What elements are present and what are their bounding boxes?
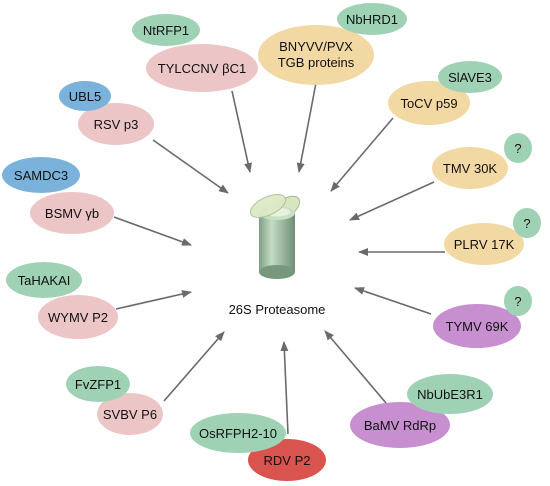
host-factor-samdc3: SAMDC3 [2, 157, 80, 193]
host-factor-label: OsRFPH2-10 [199, 426, 277, 441]
viral-protein-tmv-30k: TMV 30K [432, 147, 508, 189]
viral-protein-label-line2: TGB proteins [278, 55, 355, 70]
arrow-bamv-rdrp [324, 330, 387, 404]
host-factor-label: TaHAKAI [18, 273, 71, 288]
host-factor-label: ? [514, 294, 521, 309]
arrow-wymv-p2 [115, 290, 192, 310]
host-factor-label: NbUbE3R1 [417, 387, 483, 402]
proteasome-icon [249, 194, 301, 279]
viral-protein-bnyvv-pvx-tgb: BNYVV/PVX TGB proteins [258, 25, 374, 85]
viral-protein-label: BNYVV/PVX [279, 39, 353, 54]
host-factor-unknown-tymv: ? [504, 286, 532, 316]
host-factor-ntrfp1: NtRFP1 [132, 14, 200, 46]
viral-protein-rsv-p3: RSV p3 [78, 103, 154, 145]
viral-protein-wymv-p2: WYMV P2 [38, 295, 118, 339]
viral-protein-tylccnv-c1: TYLCCNV βC1 [146, 44, 258, 92]
host-factor-label: FvZFP1 [75, 377, 121, 392]
arrow-rdv-p2 [280, 341, 289, 435]
arrow-svbv-p6 [163, 331, 225, 402]
host-factor-label: UBL5 [69, 89, 102, 104]
host-factor-label: NtRFP1 [143, 23, 189, 38]
arrow-tocv-p59 [330, 117, 394, 192]
host-factor-osrfph2-10: OsRFPH2-10 [190, 413, 286, 453]
host-factor-unknown-plrv: ? [513, 208, 541, 238]
viral-protein-rdv-p2: RDV P2 [248, 439, 326, 481]
host-factor-label: NbHRD1 [346, 12, 398, 27]
host-factor-nbhrd1: NbHRD1 [337, 3, 407, 35]
viral-protein-bamv-rdrp: BaMV RdRp [350, 402, 450, 448]
host-factor-tahakai: TaHAKAI [6, 262, 82, 298]
viral-protein-tocv-p59: ToCV p59 [388, 81, 470, 125]
viral-protein-label: WYMV P2 [48, 310, 108, 325]
host-factor-fvzfp1: FvZFP1 [66, 366, 130, 402]
viral-protein-label: RSV p3 [94, 117, 139, 132]
host-factor-nodes: NtRFP1 NbHRD1 SlAVE3 ? ? ? NbUbE3R1 OsR [2, 3, 541, 453]
viral-protein-svbv-p6: SVBV P6 [97, 393, 163, 435]
host-factor-label: ? [523, 216, 530, 231]
host-factor-nbube3r1: NbUbE3R1 [407, 374, 493, 414]
viral-protein-label: PLRV 17K [454, 237, 515, 252]
host-factor-unknown-tmv: ? [504, 133, 532, 163]
center-label: 26S Proteasome [229, 302, 326, 317]
viral-protein-label: BaMV RdRp [364, 418, 436, 433]
viral-protein-tymv-69k: TYMV 69K [433, 304, 521, 348]
arrow-tylccnv-c1 [231, 90, 252, 173]
viral-protein-label: ToCV p59 [400, 96, 457, 111]
arrow-tymv-69k [354, 287, 432, 315]
arrow-rsv-p3 [152, 139, 229, 194]
host-factor-label: ? [514, 141, 521, 156]
viral-protein-label: TMV 30K [443, 161, 498, 176]
host-factor-label: SlAVE3 [448, 70, 492, 85]
viral-protein-label: RDV P2 [264, 453, 311, 468]
viral-protein-label: TYLCCNV βC1 [158, 61, 246, 76]
host-factor-slave3: SlAVE3 [438, 61, 502, 93]
arrow-bnyvv-pvx-tgb [296, 82, 317, 173]
viral-protein-bsmv-gb: BSMV γb [30, 192, 114, 234]
viral-protein-label: TYMV 69K [446, 319, 509, 334]
viral-protein-nodes: TYLCCNV βC1 BNYVV/PVX TGB proteins ToCV … [30, 25, 524, 481]
viral-protein-label: BSMV γb [45, 206, 99, 221]
arrow-tmv-30k [349, 181, 435, 221]
arrows [113, 82, 445, 435]
host-factor-label: SAMDC3 [14, 168, 68, 183]
viral-protein-plrv-17k: PLRV 17K [444, 223, 524, 265]
viral-protein-label: SVBV P6 [103, 407, 157, 422]
arrow-bsmv-gb [113, 216, 192, 246]
host-factor-ubl5: UBL5 [59, 81, 111, 111]
